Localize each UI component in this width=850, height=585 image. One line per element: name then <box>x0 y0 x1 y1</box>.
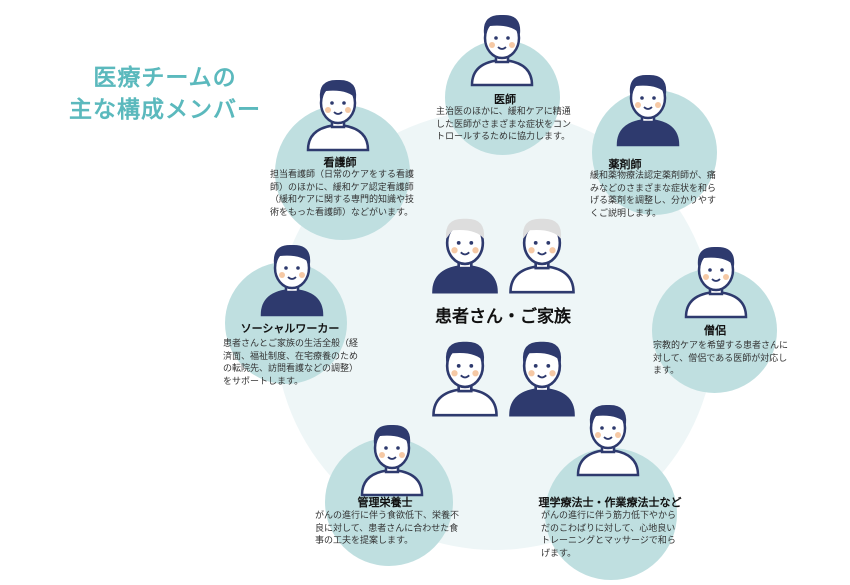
desc-pharmacist: 緩和薬物療法認定薬剤師が、痛みなどのさまざまな症状を和らげる薬剤を調整し、分かり… <box>590 171 717 219</box>
desc-monk: 宗教的ケアを希望する患者さんに対して、僧侶である医師が対応します。 <box>653 341 789 376</box>
role-dietitian: 管理栄養士 <box>357 496 413 509</box>
title-line-1: 医療チームの <box>93 65 237 91</box>
social-worker-figure-icon <box>260 244 324 317</box>
role-social-worker: ソーシャルワーカー <box>240 322 340 335</box>
desc-nurse: 担当看護師（日常のケアをする看護師）のほかに、緩和ケア認定看護師（緩和ケアに関す… <box>270 170 415 218</box>
desc-doctor: 主治医のほかに、緩和ケアに精通した医師がさまざまな症状をコントロールするために協… <box>436 107 572 142</box>
therapist-figure-icon <box>576 404 640 477</box>
desc-social-worker: 患者さんとご家族の生活全般（経済面、福祉制度、在宅療養のための転院先、訪問看護な… <box>223 339 359 387</box>
role-monk: 僧侶 <box>704 324 726 337</box>
role-therapist: 理学療法士・作業療法士など <box>538 496 682 509</box>
dietitian-figure-icon <box>360 424 424 497</box>
role-doctor: 医師 <box>494 93 516 106</box>
father-figure-icon <box>432 341 498 417</box>
monk-figure-icon <box>684 246 748 319</box>
role-nurse: 看護師 <box>323 156 357 169</box>
nurse-figure-icon <box>306 79 370 152</box>
patient-family-label: 患者さん・ご家族 <box>435 307 571 327</box>
pharmacist-figure-icon <box>616 74 680 147</box>
grandmother-figure-icon <box>509 218 575 294</box>
title-line-2: 主な構成メンバー <box>69 97 261 123</box>
desc-therapist: がんの進行に伴う筋力低下やからだのこわばりに対して、心地良いトレーニングとマッサ… <box>541 511 677 559</box>
role-pharmacist: 薬剤師 <box>608 158 642 171</box>
grandfather-figure-icon <box>432 218 498 294</box>
doctor-figure-icon <box>470 14 534 87</box>
desc-dietitian: がんの進行に伴う食欲低下、栄養不良に対して、患者さんに合わせた食事の工夫を提案し… <box>315 511 460 546</box>
mother-figure-icon <box>509 341 575 417</box>
diagram-title: 医療チームの 主な構成メンバー <box>40 62 290 126</box>
